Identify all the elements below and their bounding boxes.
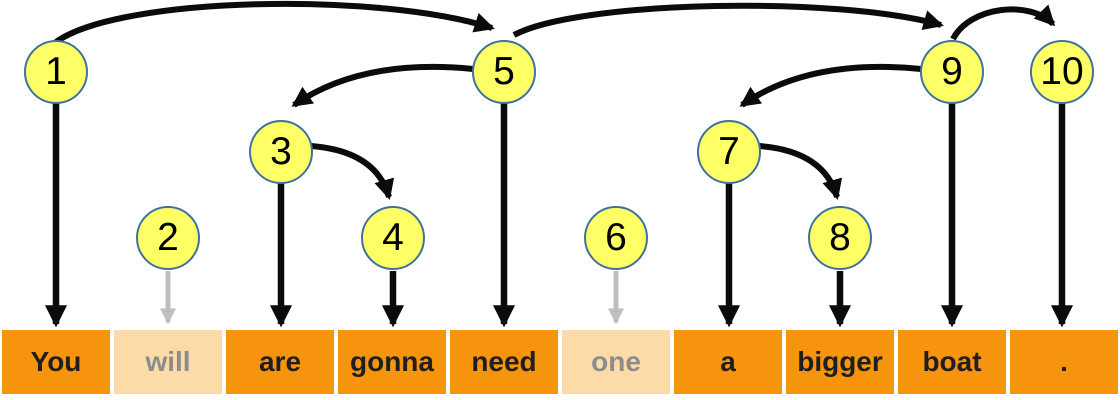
node-9: 9: [920, 40, 984, 104]
node-8: 8: [808, 206, 872, 270]
token-bigger: bigger: [786, 330, 894, 394]
token-a: a: [674, 330, 782, 394]
arc-node5-to-node3: [291, 63, 474, 108]
node-4: 4: [361, 206, 425, 270]
token-are: are: [226, 330, 334, 394]
node-7: 7: [697, 120, 761, 184]
token-need: need: [450, 330, 558, 394]
node-1: 1: [24, 40, 88, 104]
arc-node9-to-node10: [950, 4, 1056, 41]
arc-node7-to-node8: [758, 143, 843, 200]
token-period: .: [1010, 330, 1118, 394]
token-you: You: [2, 330, 110, 394]
token-will: will: [114, 330, 222, 394]
arc-node3-to-node4: [310, 143, 395, 200]
node-2: 2: [136, 206, 200, 270]
node-3: 3: [249, 120, 313, 184]
node-6: 6: [584, 206, 648, 270]
token-one: one: [562, 330, 670, 394]
token-gonna: gonna: [338, 330, 446, 394]
node-5: 5: [472, 40, 536, 104]
node-10: 10: [1030, 40, 1094, 104]
token-boat: boat: [898, 330, 1006, 394]
arc-node5-to-node9: [512, 2, 944, 38]
arc-node1-to-node5: [54, 0, 495, 45]
arc-node9-to-node7: [739, 63, 922, 108]
